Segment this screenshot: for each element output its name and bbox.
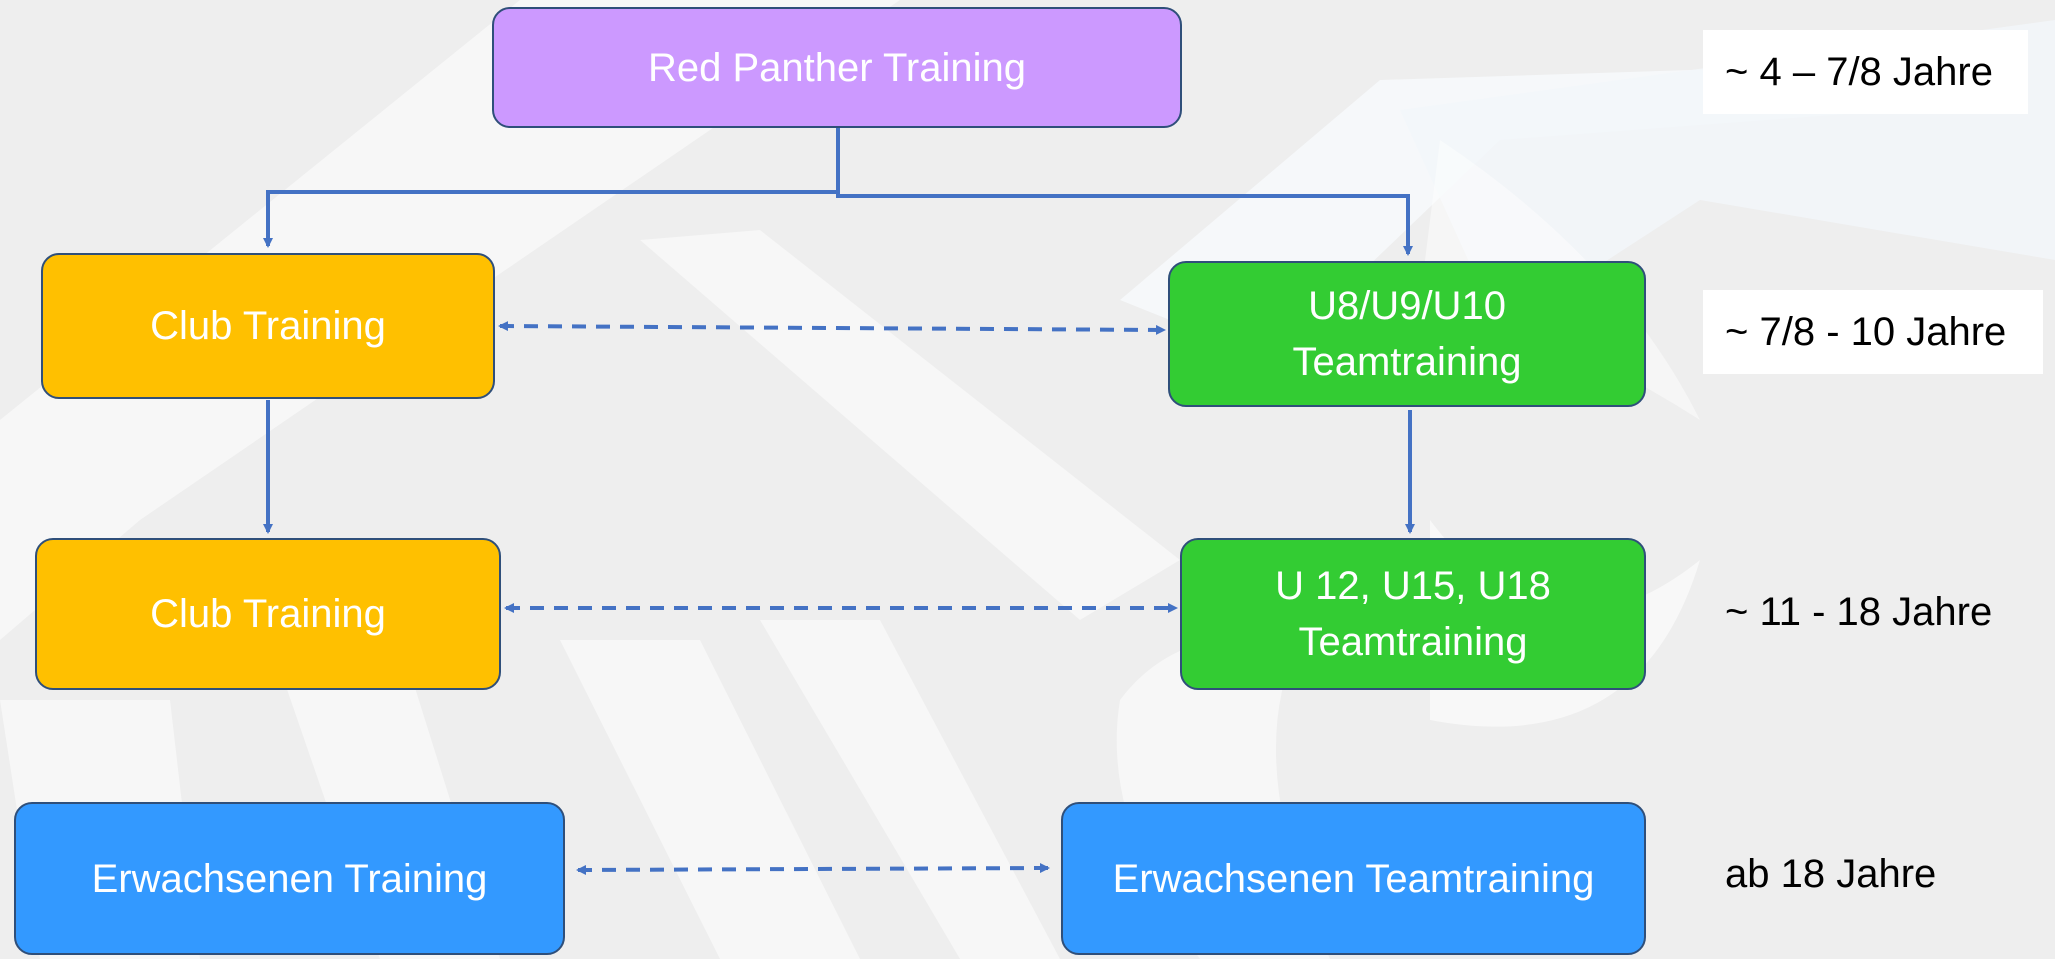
club-training-box-row3: Club Training — [35, 538, 501, 690]
club-training-box-row2: Club Training — [41, 253, 495, 399]
club-training-label-row3: Club Training — [150, 592, 386, 636]
u8-u9-u10-label: U8/U9/U10 — [1308, 284, 1506, 328]
age-label-row4: ab 18 Jahre — [1725, 851, 1937, 896]
red-panther-training-box: Red Panther Training — [492, 7, 1182, 128]
u12-u15-u18-label: U 12, U15, U18 — [1275, 564, 1551, 608]
teamtraining-label-row3: Teamtraining — [1298, 620, 1528, 664]
erwachsenen-teamtraining-box: Erwachsenen Teamtraining — [1061, 802, 1646, 955]
u12-u15-u18-teamtraining-box: U 12, U15, U18 Teamtraining — [1180, 538, 1646, 690]
erwachsenen-teamtraining-label: Erwachsenen Teamtraining — [1112, 856, 1595, 901]
age-label-row1: ~ 4 – 7/8 Jahre — [1703, 30, 2028, 114]
age-label-row3: ~ 11 - 18 Jahre — [1725, 589, 1993, 634]
u8-u9-u10-teamtraining-box: U8/U9/U10 Teamtraining — [1168, 261, 1646, 407]
erwachsenen-training-label: Erwachsenen Training — [91, 856, 488, 901]
club-training-label-row2: Club Training — [150, 304, 386, 348]
age-label-row2: ~ 7/8 - 10 Jahre — [1703, 290, 2043, 374]
red-panther-training-label: Red Panther Training — [647, 45, 1026, 90]
teamtraining-label-row2: Teamtraining — [1292, 340, 1522, 384]
erwachsenen-training-box: Erwachsenen Training — [14, 802, 565, 955]
